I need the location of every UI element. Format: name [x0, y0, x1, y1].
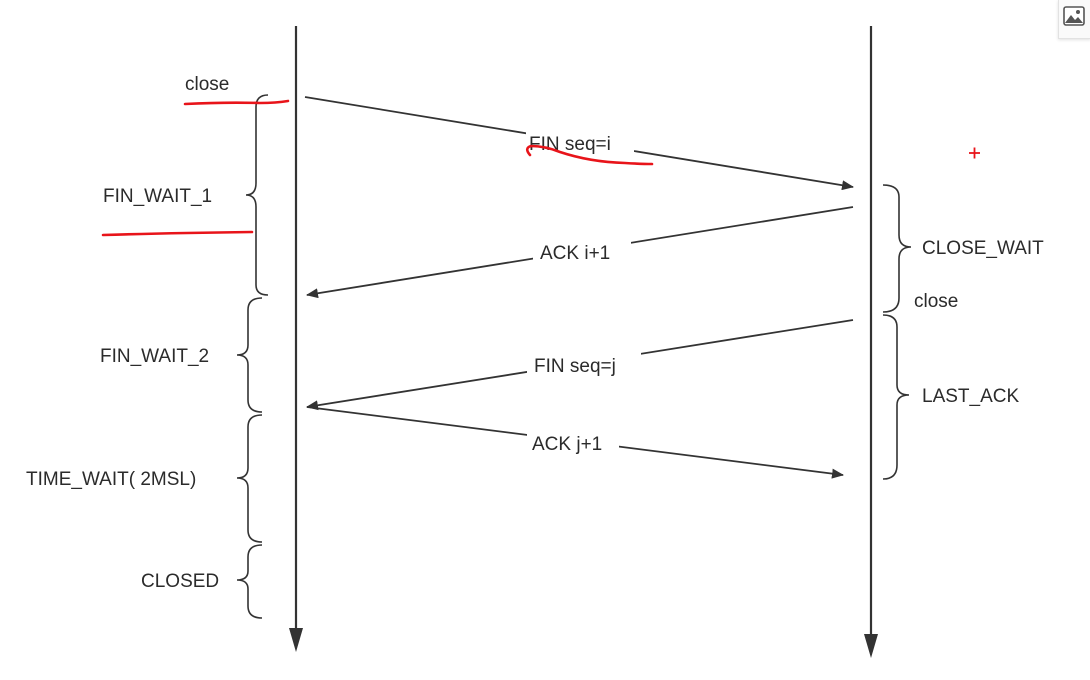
- brace-last-ack: [882, 314, 910, 480]
- image-tool-button[interactable]: [1058, 0, 1090, 39]
- label-fin-seq-j: FIN seq=j: [534, 356, 616, 377]
- label-ack-j-plus-1: ACK j+1: [532, 434, 602, 455]
- image-icon: [1063, 6, 1085, 26]
- label-fin-wait-1: FIN_WAIT_1: [103, 186, 212, 207]
- label-fin-seq-i: FIN seq=i: [529, 134, 611, 155]
- label-close-wait: CLOSE_WAIT: [922, 238, 1044, 259]
- label-client-close: close: [185, 74, 229, 95]
- label-last-ack: LAST_ACK: [922, 386, 1019, 407]
- brace-fin-wait-1: [245, 94, 269, 296]
- label-time-wait: TIME_WAIT( 2MSL): [26, 469, 196, 490]
- label-closed: CLOSED: [141, 571, 219, 592]
- brace-time-wait: [236, 414, 263, 543]
- client-timeline-arrowhead: [289, 628, 303, 652]
- label-server-close: close: [914, 291, 958, 312]
- red-underline-close: [183, 99, 290, 106]
- brace-closed: [236, 544, 263, 619]
- brace-fin-wait-2: [236, 297, 263, 413]
- label-fin-wait-2: FIN_WAIT_2: [100, 346, 209, 367]
- red-underline-fin-wait-1: [101, 230, 254, 237]
- server-timeline-arrowhead: [864, 634, 878, 658]
- label-ack-i-plus-1: ACK i+1: [540, 243, 610, 264]
- crosshair-plus-icon: [969, 147, 980, 159]
- red-underline-fin-seq-i: [525, 144, 654, 166]
- brace-close-wait: [882, 184, 912, 313]
